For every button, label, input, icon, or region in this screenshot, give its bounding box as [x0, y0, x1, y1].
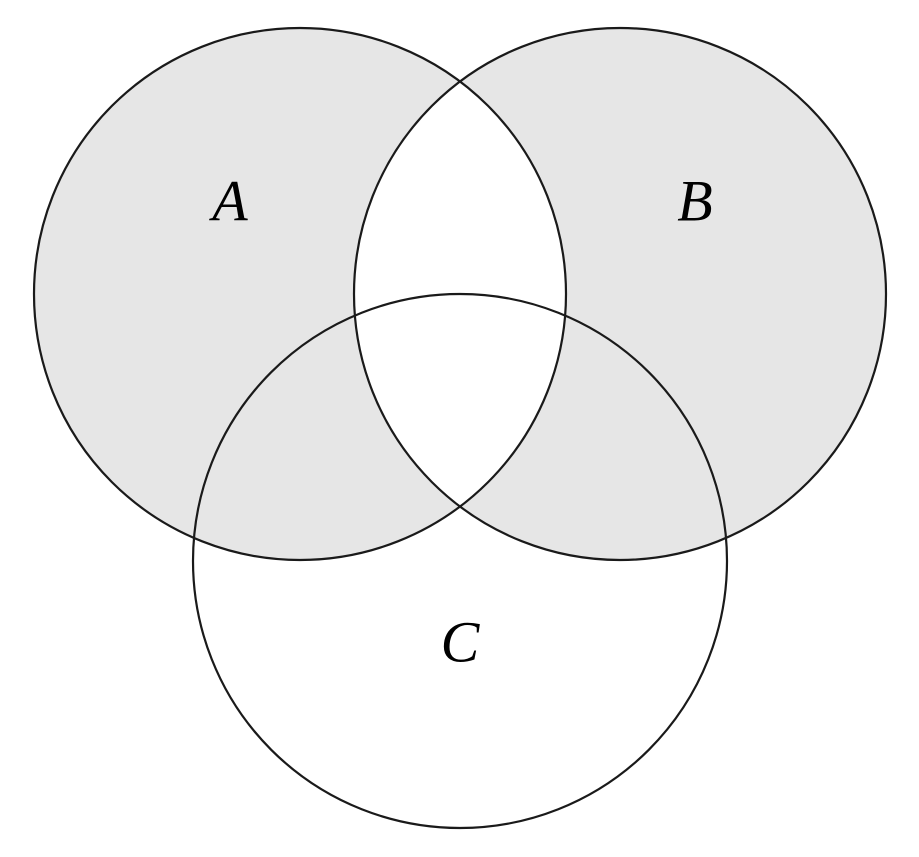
region-fill-set-b [354, 28, 886, 560]
set-label-b: B [677, 168, 712, 233]
circle-outline-set-c [191, 292, 729, 830]
circle-outline-set-b [352, 26, 888, 562]
set-label-c: C [441, 609, 481, 674]
set-label-a: A [208, 168, 248, 233]
circle-outline-set-a [32, 26, 568, 562]
shaded-region-symmetric-difference [34, 28, 886, 560]
